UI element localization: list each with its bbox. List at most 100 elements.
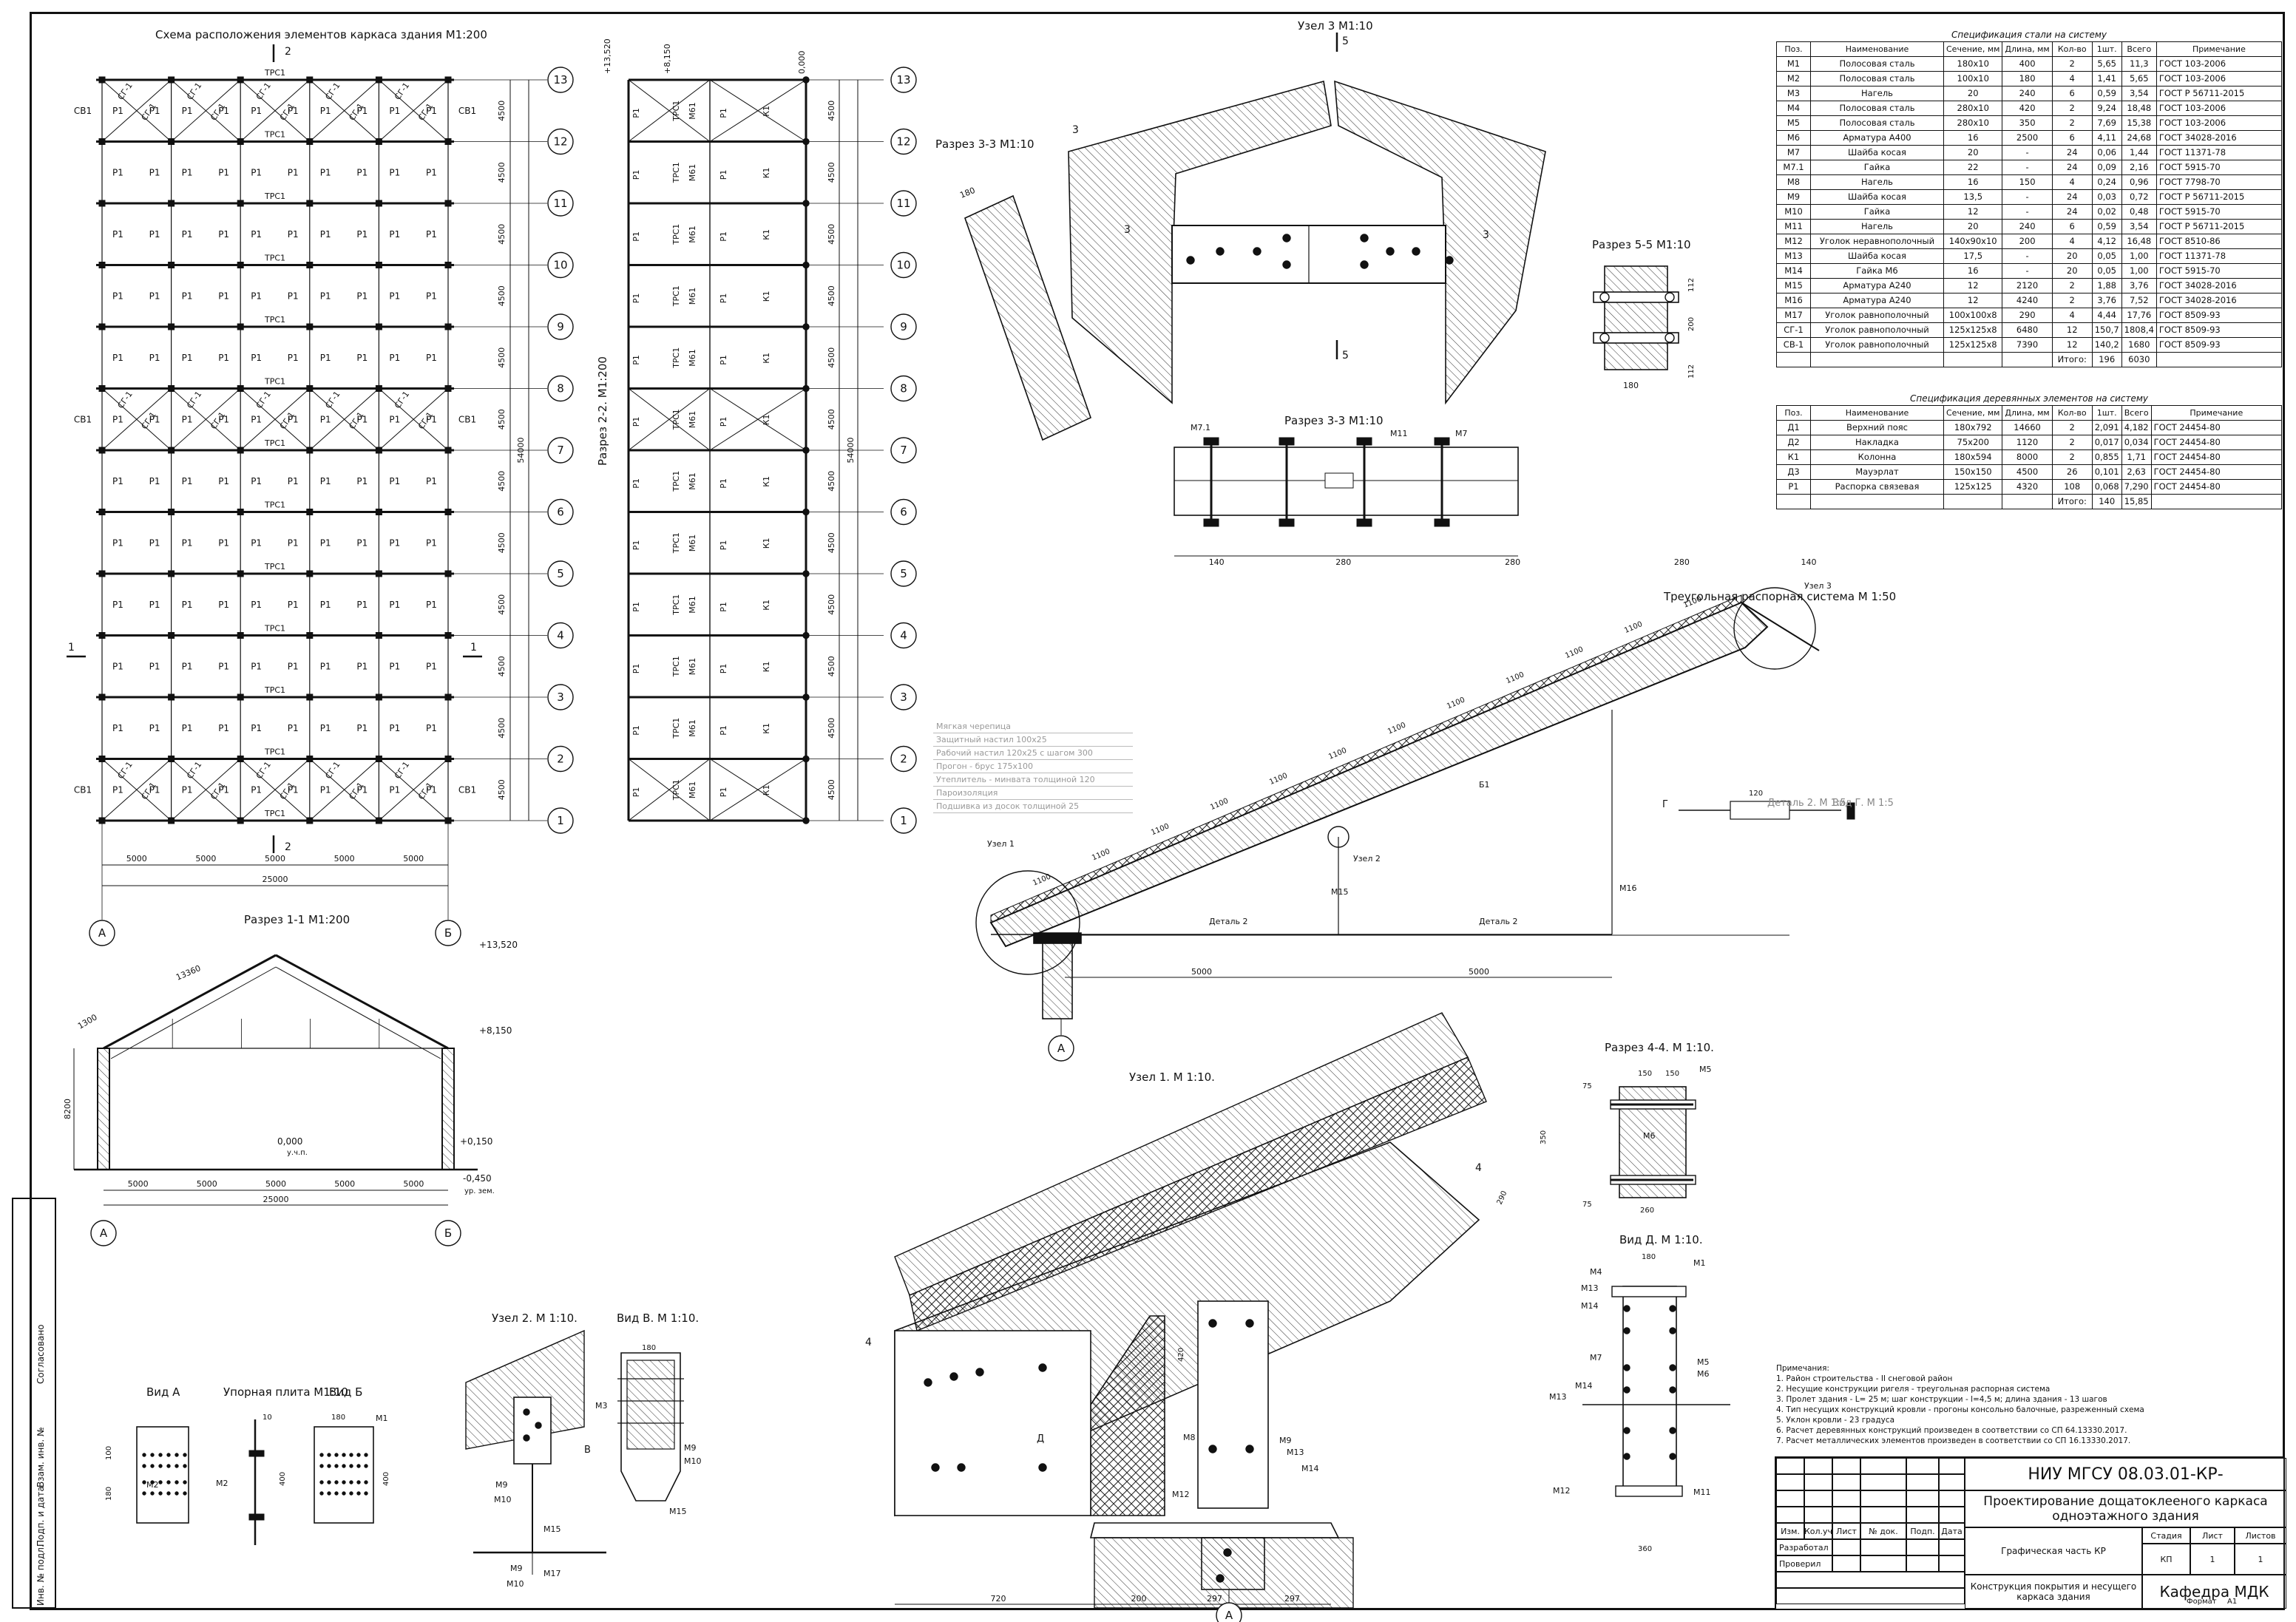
viewA-dot: [150, 1480, 155, 1484]
sec22-p-label: Р1: [631, 108, 641, 118]
viewV-inner: [626, 1360, 675, 1450]
sec22-m61-label: М61: [688, 472, 697, 490]
steel-cell: 20: [2051, 263, 2093, 279]
cut33a-title: Разрез 3-3 М1:10: [935, 138, 1034, 151]
steel-cell: М10: [1776, 204, 1811, 220]
sec11-elev-ground-note: ур. зем.: [464, 1187, 495, 1195]
steel-cell: ГОСТ 103-2006: [2156, 56, 2283, 72]
sec11-rafter-left: [103, 954, 277, 1050]
plan-trs-label: ТРС1: [264, 130, 285, 140]
plan-axis-col-A-bubble: [89, 920, 115, 946]
tb-col-head: Дата: [1939, 1523, 1965, 1539]
sec22-axis-2-bubble: [890, 745, 917, 773]
plan-brace: [171, 79, 241, 142]
steel-cell: 2,16: [2121, 160, 2157, 175]
tri-bottom-dim: 5000: [1191, 967, 1212, 977]
sec22-axis-5-label: 5: [900, 567, 907, 580]
wood-cell: 26: [2051, 464, 2093, 480]
tri-viewg-shape: [1846, 802, 1855, 820]
plan-p-label: Р1: [320, 353, 331, 363]
plan-p-label: Р1: [112, 600, 123, 610]
cut33b-nut: [1434, 518, 1450, 527]
plan-p-label: Р1: [320, 600, 331, 610]
steel-cell: ГОСТ Р 56711-2015: [2156, 219, 2283, 234]
steel-cell: 0,05: [2091, 263, 2122, 279]
wood-cell: ГОСТ 24454-80: [2150, 464, 2283, 480]
wood-cell: 2,63: [2121, 464, 2152, 480]
wood-cell: 7,290: [2121, 479, 2152, 495]
node1-cap: [1089, 1522, 1340, 1538]
plan-dim-bay: 4500: [497, 718, 507, 739]
steel-cell: М6: [1776, 130, 1811, 146]
sec22-axis-9-label: 9: [900, 320, 907, 333]
plan-cut-1-right: 1: [470, 642, 477, 654]
steel-cell: М13: [1776, 248, 1811, 264]
steel-cell: 0,48: [2121, 204, 2157, 220]
steel-cell: 140х90х10: [1943, 234, 2003, 249]
viewB-dot: [356, 1480, 361, 1484]
viewB-dot: [327, 1464, 331, 1468]
steel-cell: 1808,4: [2121, 322, 2157, 338]
plan-axis-1-label: 1: [557, 814, 564, 827]
node1-tag-d: Д: [1037, 1433, 1044, 1445]
tri-mauerlat: [1033, 932, 1082, 944]
node3-bolt: [1386, 247, 1395, 256]
sec22-brace: [709, 79, 807, 142]
plan-p-label: Р1: [356, 537, 368, 548]
wood-cell: Д2: [1776, 435, 1811, 450]
plan-p-label: Р1: [251, 661, 262, 671]
sec22-brace: [628, 759, 711, 821]
sec22-k1-label: К1: [762, 106, 771, 117]
steel-cell: 0,59: [2091, 86, 2122, 101]
tb-dept: Кафедра МДК: [2142, 1575, 2286, 1609]
steel-total-cell: [2002, 352, 2053, 367]
steel-cell: 4,12: [2091, 234, 2122, 249]
plan-brace: [379, 79, 449, 142]
plan-p-label: Р1: [112, 167, 123, 177]
plan-p-label: Р1: [251, 291, 262, 301]
viewD-tag-m14: М14: [1581, 1301, 1599, 1311]
tb-col-head: Изм.: [1776, 1523, 1804, 1539]
plan-p-label: Р1: [112, 784, 123, 795]
viewB-dot: [319, 1464, 324, 1468]
steel-cell: 2120: [2002, 278, 2053, 293]
plan-axis-col-B-label: Б: [444, 926, 452, 940]
plan-p-label: Р1: [182, 106, 193, 116]
steel-cell: 4240: [2002, 293, 2053, 308]
tb-sheet-title: Конструкция покрытия и несущего каркаса …: [1965, 1575, 2142, 1609]
plan-dim-bay: 4500: [497, 656, 507, 676]
sec22-m61-label: М61: [688, 596, 697, 614]
steel-cell: М14: [1776, 263, 1811, 279]
viewB-dot: [364, 1480, 368, 1484]
viewA-dot: [150, 1464, 155, 1468]
cut33b-dim: 140: [1209, 557, 1225, 567]
sec22-brace: [628, 388, 711, 451]
note-item: 7. Расчет металлических элементов произв…: [1776, 1436, 2131, 1445]
steel-total-cell: [1943, 352, 2003, 367]
viewD-dim-360: 360: [1638, 1545, 1652, 1553]
plan-axis-11-bubble: [547, 190, 574, 217]
plan-sg-label: СГ-1: [116, 760, 135, 781]
steel-header-cell: Поз.: [1776, 41, 1811, 57]
steel-cell: 22: [1943, 160, 2003, 175]
viewA-dot: [158, 1453, 163, 1457]
tri-panel-dim: 1100: [1209, 797, 1230, 812]
plan-p-label: Р1: [251, 476, 262, 486]
sec22-axis-6-bubble: [890, 498, 917, 526]
plan-sg-label: СГ-1: [323, 390, 342, 410]
sec22-axis-13-bubble: [890, 67, 917, 93]
plan-p-label: Р1: [356, 784, 368, 795]
steel-cell: ГОСТ 8510-86: [2156, 234, 2283, 249]
plan-p-label: Р1: [182, 476, 193, 486]
sec22-axis-5-bubble: [890, 560, 917, 587]
plan-p-label: Р1: [218, 229, 229, 240]
sec22-dim-bay: 4500: [827, 656, 836, 676]
steel-cell: 125х125х8: [1943, 337, 2003, 353]
tb-sheets: 1: [2235, 1544, 2286, 1575]
steel-cell: Уголок равнополочный: [1810, 337, 1944, 353]
tb-grid-cell: [1860, 1458, 1906, 1474]
cut55-plate-top: [1593, 291, 1679, 303]
viewD-tag-m13b: М13: [1549, 1392, 1567, 1402]
